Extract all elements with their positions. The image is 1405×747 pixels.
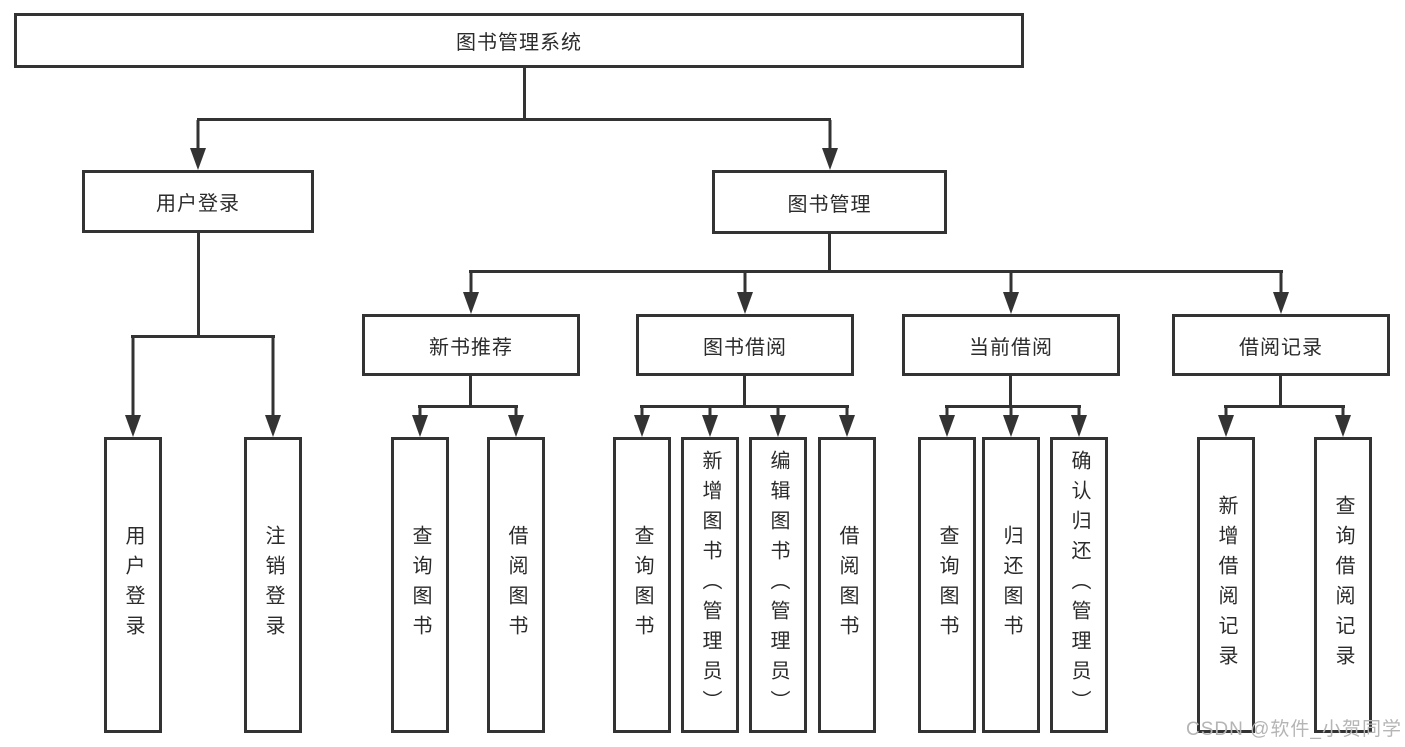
connector-user-login-rail <box>131 335 275 338</box>
leaf-cb-confirm-return-admin-label: 确认归还（管理员） <box>1068 450 1090 720</box>
leaf-user-login: 用户登录 <box>104 437 162 733</box>
arrow-br-leaf-2 <box>1335 406 1351 437</box>
node-new-book-recommend-label: 新书推荐 <box>429 336 513 359</box>
arrow-cb-leaf-1 <box>939 406 955 437</box>
arrow-to-borrow-records <box>1273 272 1289 314</box>
connector-user-login-stem <box>197 232 200 338</box>
leaf-bb-edit-books-admin: 编辑图书（管理员） <box>749 437 807 733</box>
leaf-nbr-borrow-books-label: 借阅图书 <box>505 525 527 645</box>
leaf-br-query-record-label: 查询借阅记录 <box>1332 495 1354 675</box>
leaf-bb-borrow-books: 借阅图书 <box>818 437 876 733</box>
arrow-nbr-leaf-1 <box>412 406 428 437</box>
arrow-to-leaf-user-login <box>125 336 141 437</box>
leaf-cb-query-books: 查询图书 <box>918 437 976 733</box>
leaf-cb-query-books-label: 查询图书 <box>936 525 958 645</box>
node-book-borrow: 图书借阅 <box>636 314 854 376</box>
connector-book-borrow-rail <box>640 405 849 408</box>
node-root-label: 图书管理系统 <box>456 32 582 54</box>
node-user-login: 用户登录 <box>82 170 314 233</box>
leaf-nbr-query-books: 查询图书 <box>391 437 449 733</box>
connector-borrow-records-stem <box>1279 376 1282 408</box>
connector-new-book-recommend-stem <box>469 376 472 408</box>
leaf-nbr-query-books-label: 查询图书 <box>409 525 431 645</box>
connector-book-borrow-stem <box>743 376 746 408</box>
leaf-bb-add-books-admin-label: 新增图书（管理员） <box>699 450 721 720</box>
connector-root-stem <box>523 68 526 121</box>
connector-new-book-recommend-rail <box>418 405 518 408</box>
arrow-to-new-book-recommend <box>463 272 479 314</box>
arrow-cb-leaf-2 <box>1003 406 1019 437</box>
arrow-cb-leaf-3 <box>1071 406 1087 437</box>
arrow-to-book-management <box>822 120 838 170</box>
node-borrow-records-label: 借阅记录 <box>1239 336 1323 359</box>
connector-current-borrow-stem <box>1009 376 1012 408</box>
leaf-bb-add-books-admin: 新增图书（管理员） <box>681 437 739 733</box>
node-current-borrow-label: 当前借阅 <box>969 336 1053 359</box>
leaf-bb-borrow-books-label: 借阅图书 <box>836 525 858 645</box>
node-user-login-label: 用户登录 <box>156 193 240 215</box>
arrow-to-user-login <box>190 120 206 170</box>
arrow-bb-leaf-1 <box>634 406 650 437</box>
leaf-bb-query-books-label: 查询图书 <box>631 525 653 645</box>
arrow-bb-leaf-4 <box>839 406 855 437</box>
arrow-bb-leaf-2 <box>702 406 718 437</box>
connector-borrow-records-rail <box>1224 405 1345 408</box>
leaf-br-query-record: 查询借阅记录 <box>1314 437 1372 733</box>
leaf-cb-return-books-label: 归还图书 <box>1000 525 1022 645</box>
leaf-logout: 注销登录 <box>244 437 302 733</box>
node-book-borrow-label: 图书借阅 <box>703 336 787 359</box>
leaf-logout-label: 注销登录 <box>262 525 284 645</box>
connector-book-management-rail <box>469 270 1283 273</box>
node-book-management-label: 图书管理 <box>787 193 872 216</box>
arrow-to-book-borrow <box>737 272 753 314</box>
leaf-cb-return-books: 归还图书 <box>982 437 1040 733</box>
arrow-to-leaf-logout <box>265 336 281 437</box>
leaf-cb-confirm-return-admin: 确认归还（管理员） <box>1050 437 1108 733</box>
leaf-bb-query-books: 查询图书 <box>613 437 671 733</box>
csdn-watermark: CSDN @软件_小贺同学 <box>1186 719 1402 740</box>
node-borrow-records: 借阅记录 <box>1172 314 1390 376</box>
node-current-borrow: 当前借阅 <box>902 314 1120 376</box>
connector-book-management-stem <box>828 234 831 273</box>
node-book-management: 图书管理 <box>712 170 947 234</box>
node-root: 图书管理系统 <box>14 13 1024 68</box>
leaf-nbr-borrow-books: 借阅图书 <box>487 437 545 733</box>
arrow-bb-leaf-3 <box>770 406 786 437</box>
arrow-nbr-leaf-2 <box>508 406 524 437</box>
leaf-bb-edit-books-admin-label: 编辑图书（管理员） <box>767 450 789 720</box>
connector-root-rail <box>197 118 831 121</box>
arrow-to-current-borrow <box>1003 272 1019 314</box>
arrow-br-leaf-1 <box>1218 406 1234 437</box>
leaf-br-add-record-label: 新增借阅记录 <box>1215 495 1237 675</box>
node-new-book-recommend: 新书推荐 <box>362 314 580 376</box>
leaf-user-login-label: 用户登录 <box>122 525 144 645</box>
leaf-br-add-record: 新增借阅记录 <box>1197 437 1255 733</box>
